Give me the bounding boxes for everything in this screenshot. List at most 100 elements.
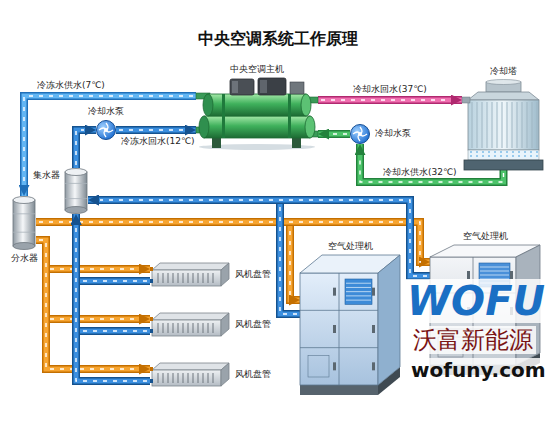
shell-flange [222,94,225,138]
pump-hub [104,128,108,132]
compressor [258,78,286,95]
air-grille [193,323,194,333]
fan-coil-unit: 风机盘管 [150,262,230,288]
flow-dash [100,200,297,314]
pipe-group [88,200,430,276]
fill-louver [502,102,503,148]
return-header: 集水器 [64,168,88,214]
pipe-connector [88,200,430,276]
compressor-highlight [232,81,238,93]
pipe-connector [318,98,462,103]
air-grille [163,273,164,283]
unit-side [378,255,400,385]
device-label: 风机盘管 [234,319,272,330]
pipe-stub [150,279,153,283]
shell-end [305,116,315,138]
air-grille [183,273,184,283]
rain-zone [468,150,539,160]
pipe-group [36,240,150,369]
flow-dash [321,99,450,100]
vessel-band [13,213,35,214]
air-grille [173,373,174,383]
pipe-connector [76,214,150,381]
tower-deck [468,92,539,100]
chiller-unit: 中央空调主机 [196,78,318,150]
compressor-highlight [260,80,267,93]
pipe-casing [318,96,462,104]
air-grille [178,373,179,383]
air-grille [168,323,169,333]
unit-front [300,273,378,385]
water-drop [489,151,490,159]
shell-end [203,94,213,116]
fill-louver [532,102,533,148]
access-panel [308,356,329,377]
pipe-connector [36,240,150,269]
device-label: 集水器 [32,170,61,181]
air-grille [188,273,189,283]
pipe-stub [150,267,153,271]
fill-louver [492,102,493,148]
flow-dash [39,240,138,369]
pipe-casing [36,240,150,269]
pipe-connector [36,240,150,369]
pump-casing [97,121,116,140]
air-grille [203,273,204,283]
air-grille [208,373,209,383]
pipe-group [36,240,150,269]
device-label: 中央空调主机 [229,64,285,75]
pipe-group [318,134,350,135]
air-grille [213,323,214,333]
device-illustration [196,78,318,150]
pipe-casing [88,200,430,276]
pipe-casing [318,130,350,138]
pipe-group [318,100,462,101]
water-pump: 冷却水泵 [350,124,370,144]
fill-louver [527,102,528,148]
fill-louver [522,102,523,148]
pipe-casing [88,200,300,314]
flow-dash [76,130,84,165]
unit-front [152,370,221,386]
air-grille [178,323,179,333]
pipe-group [76,214,150,381]
pipe-label: 冷却水回水(37℃) [352,84,428,95]
air-grille [203,323,204,333]
device-illustration [150,262,230,288]
air-grille [213,273,214,283]
tower-body [468,100,539,150]
panel-handle [333,362,336,370]
louver-slat [346,287,371,288]
pipe-label: 冷却水供水(32℃) [382,167,458,178]
air-grille [173,323,174,333]
louver-slat [480,267,509,268]
panel-handle [333,325,336,333]
device-illustration [462,80,545,170]
pipe-casing [76,214,150,331]
fill-louver [507,102,508,148]
pipe-connector [318,132,350,137]
fill-louver [487,102,488,148]
air-grille [188,373,189,383]
device-label: 空气处理机 [327,241,374,252]
water-drop [537,151,538,159]
device-label: 风机盘管 [234,369,272,380]
air-grille [213,373,214,383]
pipe-casing [36,240,150,369]
device-illustration [12,196,36,250]
pipe-group [88,200,300,314]
panel-handle [372,288,375,296]
unit-front [152,320,221,336]
louver-slat [346,295,371,296]
supply-header: 分水器 [12,196,36,250]
fill-louver [482,102,483,148]
water-drop [477,151,478,159]
water-pump: 冷却水泵 [96,120,116,140]
air-grille [198,273,199,283]
pipe-connector [76,214,150,331]
pipe-stub [150,379,153,383]
vessel-cap [13,197,35,204]
unit-base [300,385,378,395]
pipe-connector [76,214,150,281]
louver-slat [480,271,509,272]
